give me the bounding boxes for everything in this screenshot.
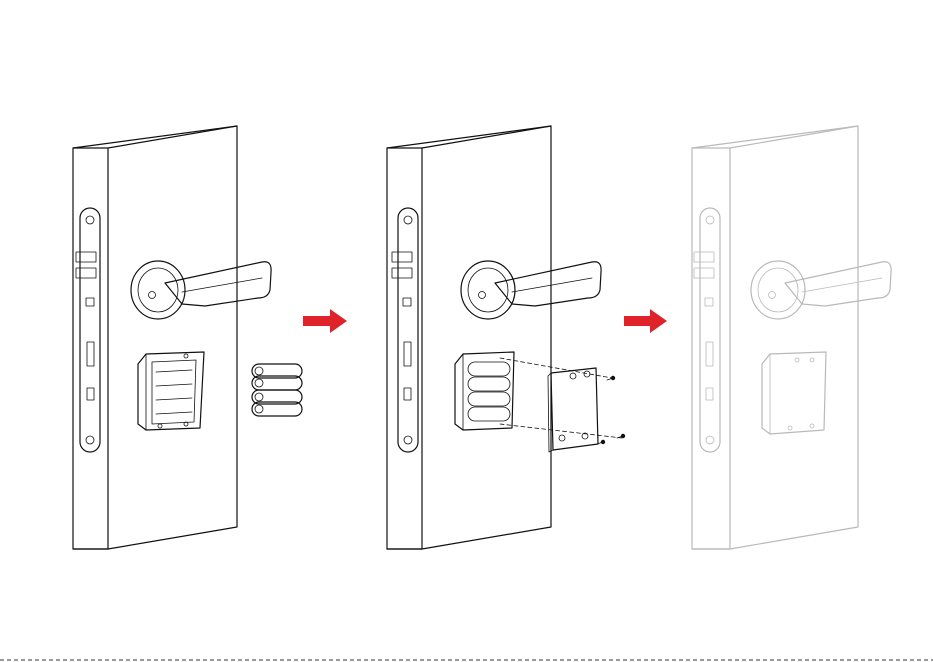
cover-plate	[548, 368, 598, 452]
alignment-guides	[500, 358, 622, 438]
step-3-assembled	[692, 126, 891, 549]
door-panel	[387, 126, 551, 549]
mortise-faceplate	[694, 208, 720, 452]
lever-handle	[751, 261, 891, 319]
lever-handle	[131, 261, 271, 319]
lever-handle	[461, 261, 601, 319]
step-2-attach-cover	[387, 126, 625, 549]
battery-compartment-loaded	[455, 352, 514, 430]
arrow-right-icon	[624, 309, 667, 333]
mortise-faceplate	[392, 208, 418, 452]
screws	[597, 376, 625, 444]
battery-compartment-open	[138, 352, 204, 430]
door-panel	[692, 126, 858, 549]
step-1-insert-batteries	[73, 126, 302, 549]
arrow-right-icon	[303, 309, 347, 333]
mortise-faceplate	[76, 208, 100, 452]
batteries	[252, 364, 302, 416]
battery-box-closed	[762, 352, 826, 434]
door-panel	[73, 126, 237, 549]
